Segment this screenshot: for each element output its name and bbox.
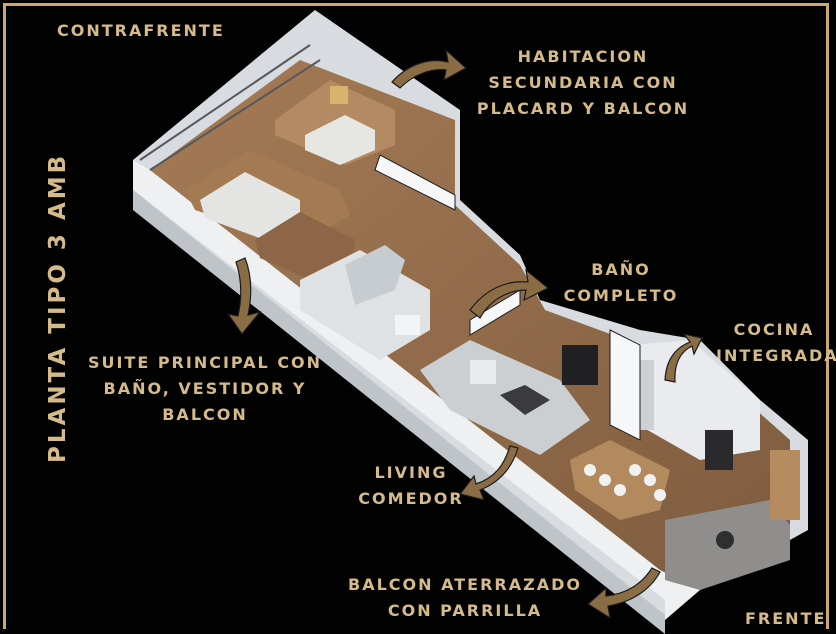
label-habitacion: HABITACION SECUNDARIA CON PLACARD Y BALC… [468, 44, 698, 122]
label-balcon-line1: BALCON ATERRAZADO [348, 575, 582, 594]
room-terrace [665, 450, 800, 590]
label-bano: BAÑO COMPLETO [556, 257, 686, 309]
label-suite-line2: BAÑO, VESTIDOR Y [103, 379, 307, 398]
room-bathroom [300, 245, 430, 360]
room-suite [185, 150, 355, 280]
room-dining [570, 440, 670, 520]
label-balcon: BALCON ATERRAZADO CON PARRILLA [340, 572, 590, 624]
interior-walls [374, 154, 641, 441]
label-contrafrente: CONTRAFRENTE [57, 21, 225, 40]
curved-arrow-icon [664, 333, 703, 383]
label-cocina-line2: INTEGRADA [716, 346, 836, 365]
curved-arrow-icon [587, 567, 661, 620]
curved-arrow-icon [391, 48, 468, 89]
back-railing [139, 44, 321, 171]
label-habitacion-line1: HABITACION [517, 47, 649, 66]
label-cocina-line1: COCINA [733, 320, 815, 339]
label-bano-line2: COMPLETO [563, 286, 679, 305]
label-living-line1: LIVING [374, 463, 448, 482]
room-secondary-bedroom [275, 80, 395, 165]
label-frente: FRENTE [745, 609, 827, 628]
label-suite: SUITE PRINCIPAL CON BAÑO, VESTIDOR Y BAL… [80, 350, 330, 428]
label-suite-line3: BALCON [162, 405, 248, 424]
room-living [420, 340, 598, 455]
curved-arrow-icon [458, 445, 519, 501]
label-habitacion-line2: SECUNDARIA CON [488, 73, 678, 92]
curved-arrow-icon [469, 268, 550, 319]
label-balcon-line2: CON PARRILLA [387, 601, 543, 620]
label-living: LIVING COMEDOR [356, 460, 466, 512]
label-bano-line1: BAÑO [591, 260, 651, 279]
label-habitacion-line3: PLACARD Y BALCON [476, 99, 690, 118]
curved-arrow-icon [226, 257, 262, 335]
label-cocina: COCINA INTEGRADA [716, 317, 836, 369]
label-living-line2: COMEDOR [358, 489, 464, 508]
label-suite-line1: SUITE PRINCIPAL CON [87, 353, 323, 372]
gold-frame [3, 3, 829, 629]
